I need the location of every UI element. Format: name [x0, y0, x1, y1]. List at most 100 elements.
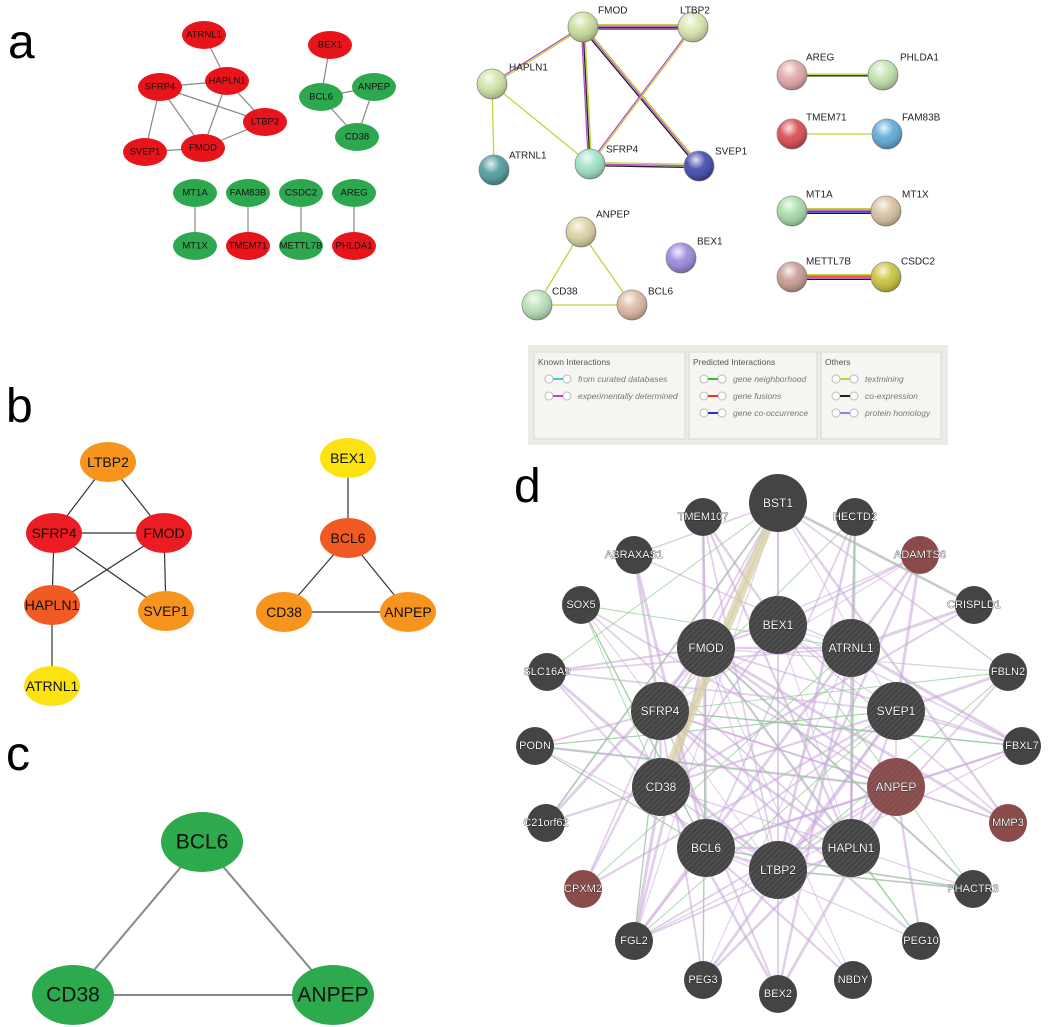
edge-bcl6-nbdy	[705, 847, 854, 981]
legend-box-predicted	[688, 351, 818, 440]
edge-svep1-slc16a9	[546, 671, 897, 712]
node-label-cpxm2: CPXM2	[564, 883, 602, 895]
legend-title-predicted: Predicted Interactions	[693, 357, 775, 367]
panel-letter-a: a	[8, 16, 35, 69]
string-node-sheen	[777, 262, 807, 292]
string-node-label-sfrp4: SFRP4	[606, 145, 639, 156]
string-node-sheen	[575, 149, 605, 179]
edge-bcl6-peg10	[705, 847, 922, 942]
legend-swatch-end	[831, 408, 841, 418]
edge-hapln1-fgl2	[633, 847, 852, 942]
node-hatch	[867, 682, 925, 740]
node-label-atrnl1: ATRNL1	[828, 641, 873, 655]
node-atrnl1	[182, 21, 226, 49]
legend-title-known: Known Interactions	[538, 357, 610, 367]
edge-bst1-sfrp4	[659, 502, 779, 712]
node-label-bex1: BEX1	[318, 40, 342, 51]
node-peg3	[684, 961, 722, 999]
node-label-anpep: ANPEP	[876, 780, 917, 794]
node-label-fmod: FMOD	[688, 641, 724, 655]
node-ltbp2	[80, 442, 136, 482]
node-csdc2	[279, 179, 323, 207]
node-bcl6	[161, 812, 243, 872]
node-label-fmod: FMOD	[189, 143, 217, 154]
node-hectd2	[836, 498, 874, 536]
string-node-label-fmod: FMOD	[598, 6, 627, 17]
edge-cpxm2-atrnl1	[582, 647, 852, 890]
legend-item-experimentally-determined: experimentally determined	[578, 391, 678, 401]
legend-swatch-end	[849, 408, 859, 418]
legend-swatch-end	[717, 391, 727, 401]
node-label-cd38: CD38	[646, 780, 677, 794]
string-node-sheen	[566, 217, 596, 247]
node-fmod	[136, 513, 192, 553]
node-label-fmod: FMOD	[143, 525, 184, 541]
edge-anpep-bex2	[776, 786, 898, 995]
edge-slc16a9-bst1	[546, 502, 779, 673]
string-node-label-cd38: CD38	[552, 287, 578, 298]
node-label-bcl6: BCL6	[330, 530, 365, 546]
edge-bex1-cd38	[660, 624, 779, 788]
string-edge-fmod-hapln1	[492, 27, 584, 86]
node-fgl2	[615, 922, 653, 960]
edge-sfrp4-anpep	[659, 710, 897, 788]
edge-podn-anpep	[534, 745, 897, 788]
string-node-sheen	[617, 290, 647, 320]
string-node-sheen	[568, 12, 598, 42]
node-label-bst1: BST1	[763, 496, 793, 510]
panel-letter-b: b	[6, 380, 33, 433]
string-node-label-fam83b: FAM83B	[902, 113, 941, 124]
panel-letter-c: c	[6, 728, 30, 781]
legend-swatch-end	[699, 391, 709, 401]
node-label-svep1: SVEP1	[877, 704, 916, 718]
node-mt1x	[173, 232, 217, 260]
node-hapln1	[205, 67, 249, 95]
node-atrnl1	[24, 666, 80, 706]
node-bex2	[759, 975, 797, 1013]
legend-swatch-end	[544, 391, 554, 401]
edge-sfrp4-hapln1	[659, 709, 852, 850]
node-bex1	[308, 31, 352, 59]
node-label-peg10: PEG10	[903, 935, 938, 947]
string-edge-hapln1-sfrp4	[491, 83, 591, 165]
node-label-anpep: ANPEP	[358, 82, 390, 93]
node-fbln2	[989, 653, 1027, 691]
node-mt1a	[173, 179, 217, 207]
node-label-bex2: BEX2	[764, 988, 792, 1000]
node-hatch	[631, 682, 689, 740]
node-hatch	[749, 841, 807, 899]
node-hatch	[677, 819, 735, 877]
edge-hapln1-tmem107	[701, 516, 853, 849]
node-label-svep1: SVEP1	[130, 147, 161, 158]
node-label-hectd2: HECTD2	[833, 511, 877, 523]
string-node-label-csdc2: CSDC2	[901, 257, 935, 268]
node-label-atrnl1: ATRNL1	[186, 30, 222, 41]
node-label-anpep: ANPEP	[297, 984, 368, 1007]
node-nbdy	[834, 961, 872, 999]
legend-swatch-end	[717, 374, 727, 384]
edge-bcl6-slc16a9	[546, 671, 707, 849]
node-label-nbdy: NBDY	[838, 974, 869, 986]
node-label-hapln1: HAPLN1	[25, 597, 80, 613]
string-node-sheen	[678, 12, 708, 42]
edge-bex1-hapln1	[777, 624, 852, 849]
string-node-sheen	[477, 69, 507, 99]
node-peg10	[902, 922, 940, 960]
legend-swatch-end	[849, 391, 859, 401]
string-node-sheen	[777, 60, 807, 90]
node-label-anpep: ANPEP	[384, 604, 431, 620]
string-node-label-mt1a: MT1A	[806, 190, 833, 201]
node-c21orf62	[527, 804, 565, 842]
edge-anpep-bcl6	[705, 786, 897, 849]
legend-swatch-end	[699, 408, 709, 418]
string-node-label-anpep: ANPEP	[596, 210, 630, 221]
node-label-podn: PODN	[519, 740, 551, 752]
edge-fmod-adamts6	[705, 554, 921, 649]
node-svep1	[123, 138, 167, 166]
edge-cd38-crispld1	[660, 604, 975, 788]
legend-item-protein-homology: protein homology	[864, 408, 931, 418]
edge-fbxl7-sfrp4	[659, 710, 1023, 747]
node-label-areg: AREG	[341, 188, 368, 199]
